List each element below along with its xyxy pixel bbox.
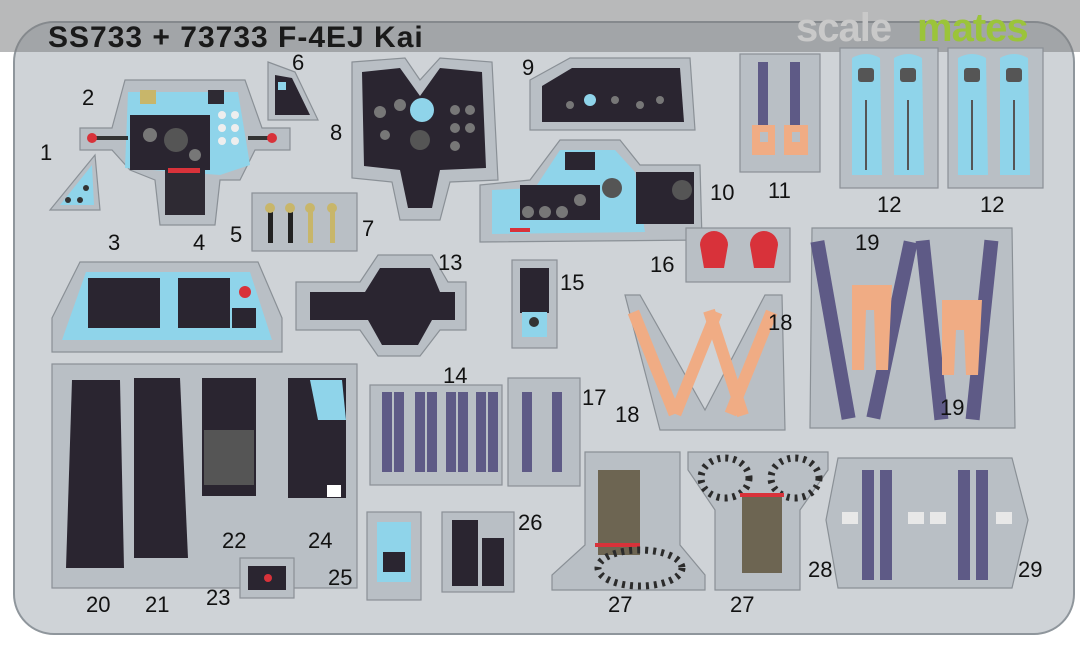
part-27-left — [551, 451, 706, 591]
part-number: 5 — [230, 222, 242, 247]
part-10 — [479, 139, 703, 243]
part-number: 16 — [650, 252, 674, 277]
part-number: 23 — [206, 585, 230, 610]
part-number: 27 — [730, 592, 754, 617]
part-number: 21 — [145, 592, 169, 617]
part-8 — [351, 57, 499, 221]
part-13 — [295, 254, 467, 357]
part-number: 14 — [443, 363, 467, 388]
part-11 — [739, 53, 821, 173]
part-number: 25 — [328, 565, 352, 590]
part-number: 6 — [292, 50, 304, 75]
part-12-right — [947, 47, 1044, 189]
part-18 — [624, 294, 786, 431]
part-15 — [511, 259, 558, 349]
part-20-24 — [51, 363, 358, 589]
part-number-labels: 1 2 3 4 5 6 7 8 9 10 11 12 12 13 14 15 1… — [40, 50, 1042, 617]
part-number: 10 — [710, 180, 734, 205]
header-bar — [0, 0, 1080, 52]
fret-title: SS733 + 73733 F-4EJ Kai — [48, 21, 424, 54]
watermark-scale: scale — [796, 6, 891, 50]
part-17 — [507, 377, 581, 487]
part-number: 13 — [438, 250, 462, 275]
part-number: 4 — [193, 230, 205, 255]
part-number: 2 — [82, 85, 94, 110]
part-2 — [79, 79, 291, 226]
part-number: 26 — [518, 510, 542, 535]
part-number: 19 — [855, 230, 879, 255]
part-5-7 — [251, 192, 358, 252]
part-23 — [239, 557, 295, 599]
part-number: 8 — [330, 120, 342, 145]
part-6 — [267, 61, 319, 121]
part-9 — [529, 57, 696, 131]
part-25 — [366, 511, 422, 601]
part-14 — [369, 384, 503, 486]
part-3-4 — [51, 261, 283, 353]
part-number: 15 — [560, 270, 584, 295]
part-number: 18 — [768, 310, 792, 335]
part-number: 28 — [808, 557, 832, 582]
part-number: 1 — [40, 140, 52, 165]
part-number: 17 — [582, 385, 606, 410]
part-28-29 — [825, 457, 1029, 589]
part-number: 20 — [86, 592, 110, 617]
part-26 — [441, 511, 515, 593]
part-number: 18 — [615, 402, 639, 427]
part-number: 24 — [308, 528, 332, 553]
scalemates-watermark: scale mates — [796, 6, 1029, 50]
part-number: 27 — [608, 592, 632, 617]
part-number: 7 — [362, 216, 374, 241]
part-number: 12 — [980, 192, 1004, 217]
watermark-mates: mates — [917, 6, 1028, 50]
part-16 — [685, 227, 791, 283]
part-number: 11 — [768, 178, 791, 203]
part-number: 9 — [522, 55, 534, 80]
part-number: 12 — [877, 192, 901, 217]
part-1 — [48, 153, 101, 211]
part-19 — [809, 227, 1016, 429]
part-number: 3 — [108, 230, 120, 255]
part-12-left — [839, 47, 939, 189]
part-27-right — [687, 451, 829, 591]
part-number: 29 — [1018, 557, 1042, 582]
part-number: 19 — [940, 395, 964, 420]
part-number: 22 — [222, 528, 246, 553]
